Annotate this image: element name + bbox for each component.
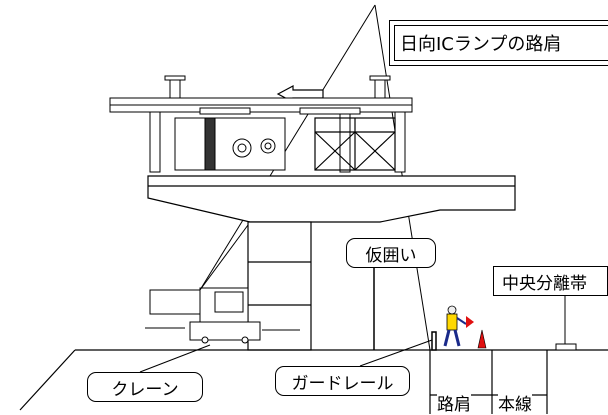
- label-guard-rail: ガードレール: [275, 366, 410, 396]
- traffic-cone: [477, 329, 487, 349]
- pier-cap: [147, 175, 516, 223]
- leader-guard: [359, 339, 433, 367]
- truss-frame: [314, 117, 396, 171]
- label-crane: クレーン: [87, 372, 203, 402]
- guide-line-left: [199, 4, 376, 291]
- girder-segment: [174, 117, 286, 171]
- label-shoulder: 路肩: [437, 390, 471, 415]
- title-text: 日向ICランプの路肩: [400, 34, 562, 55]
- crane: [145, 224, 300, 344]
- title-box: 日向ICランプの路肩: [389, 20, 608, 66]
- flag-worker: [443, 305, 474, 347]
- median-strip: [555, 343, 577, 351]
- label-main-lane: 本線: [498, 390, 532, 415]
- leader-crane: [139, 344, 211, 373]
- label-median-strip: 中央分離帯: [493, 266, 608, 296]
- guard-rail: [431, 331, 437, 351]
- launching-girder: [109, 75, 413, 173]
- label-temporary-fence: 仮囲い: [346, 238, 436, 268]
